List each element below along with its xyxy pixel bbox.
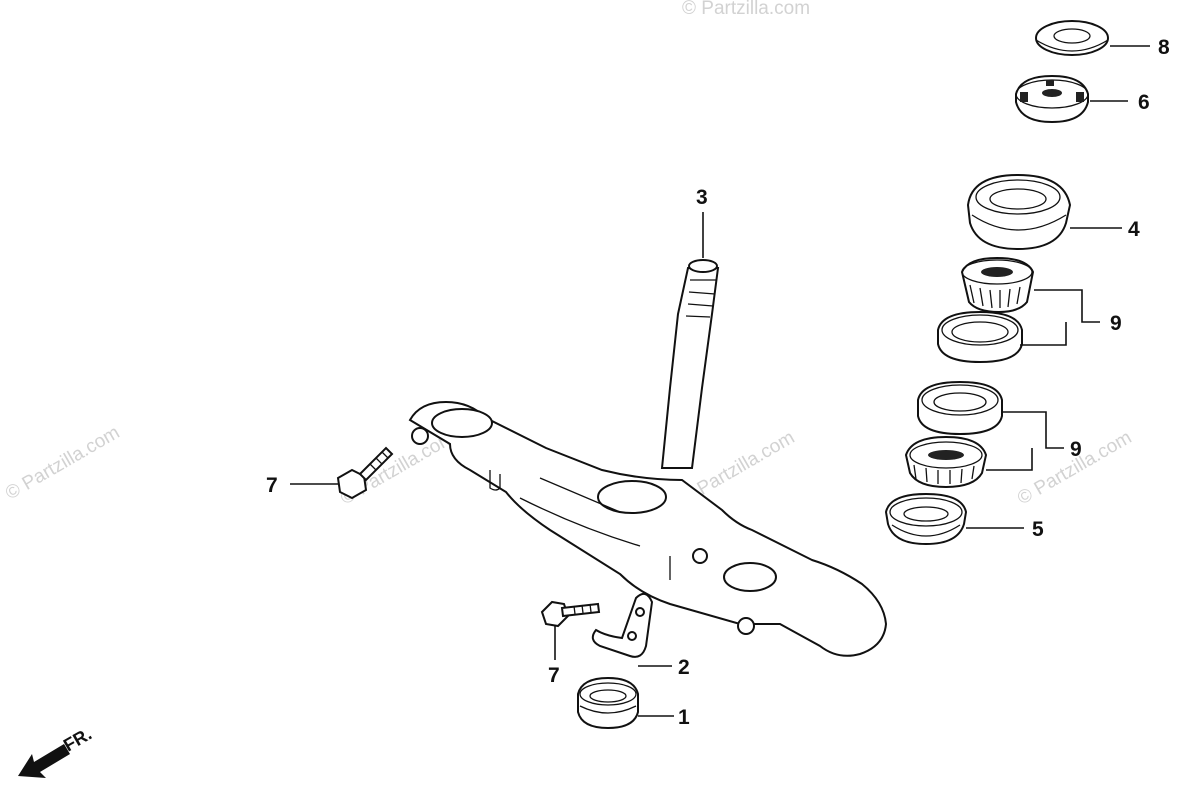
part-9-lower-bearing-set[interactable] [904, 380, 1003, 489]
part-1-dust-seal[interactable] [577, 676, 639, 730]
watermark-left: © Partzilla.com [2, 422, 123, 504]
part-7-bolt-left[interactable] [336, 446, 394, 500]
callout-7-left: 7 [266, 474, 278, 497]
part-4-dust-seal[interactable] [966, 173, 1072, 251]
callout-9-upper: 9 [1110, 312, 1122, 335]
front-arrow-icon [18, 744, 70, 778]
part-3-steering-stem[interactable] [408, 259, 888, 657]
callout-5: 5 [1032, 518, 1044, 541]
watermark-top: © Partzilla.com [682, 0, 810, 19]
callouts: 8 6 3 4 9 9 5 7 7 2 1 [266, 36, 1170, 729]
part-2-cable-guide[interactable] [591, 592, 654, 658]
part-9-upper-bearing-set[interactable] [937, 256, 1035, 364]
callout-3: 3 [696, 186, 708, 209]
part-8-washer[interactable] [1035, 20, 1109, 56]
front-direction-marker: FR. [18, 724, 95, 778]
callout-7-bottom: 7 [548, 664, 560, 687]
callout-6: 6 [1138, 91, 1150, 114]
callout-9-lower: 9 [1070, 438, 1082, 461]
callout-8: 8 [1158, 36, 1170, 59]
callout-4: 4 [1128, 218, 1140, 241]
leader-lines [290, 45, 1150, 717]
part-5-lower-seal[interactable] [884, 492, 968, 546]
part-6-nut[interactable] [1015, 74, 1089, 124]
callout-1: 1 [678, 706, 690, 729]
part-7-bolt-bottom[interactable] [540, 600, 601, 628]
callout-2: 2 [678, 656, 690, 679]
